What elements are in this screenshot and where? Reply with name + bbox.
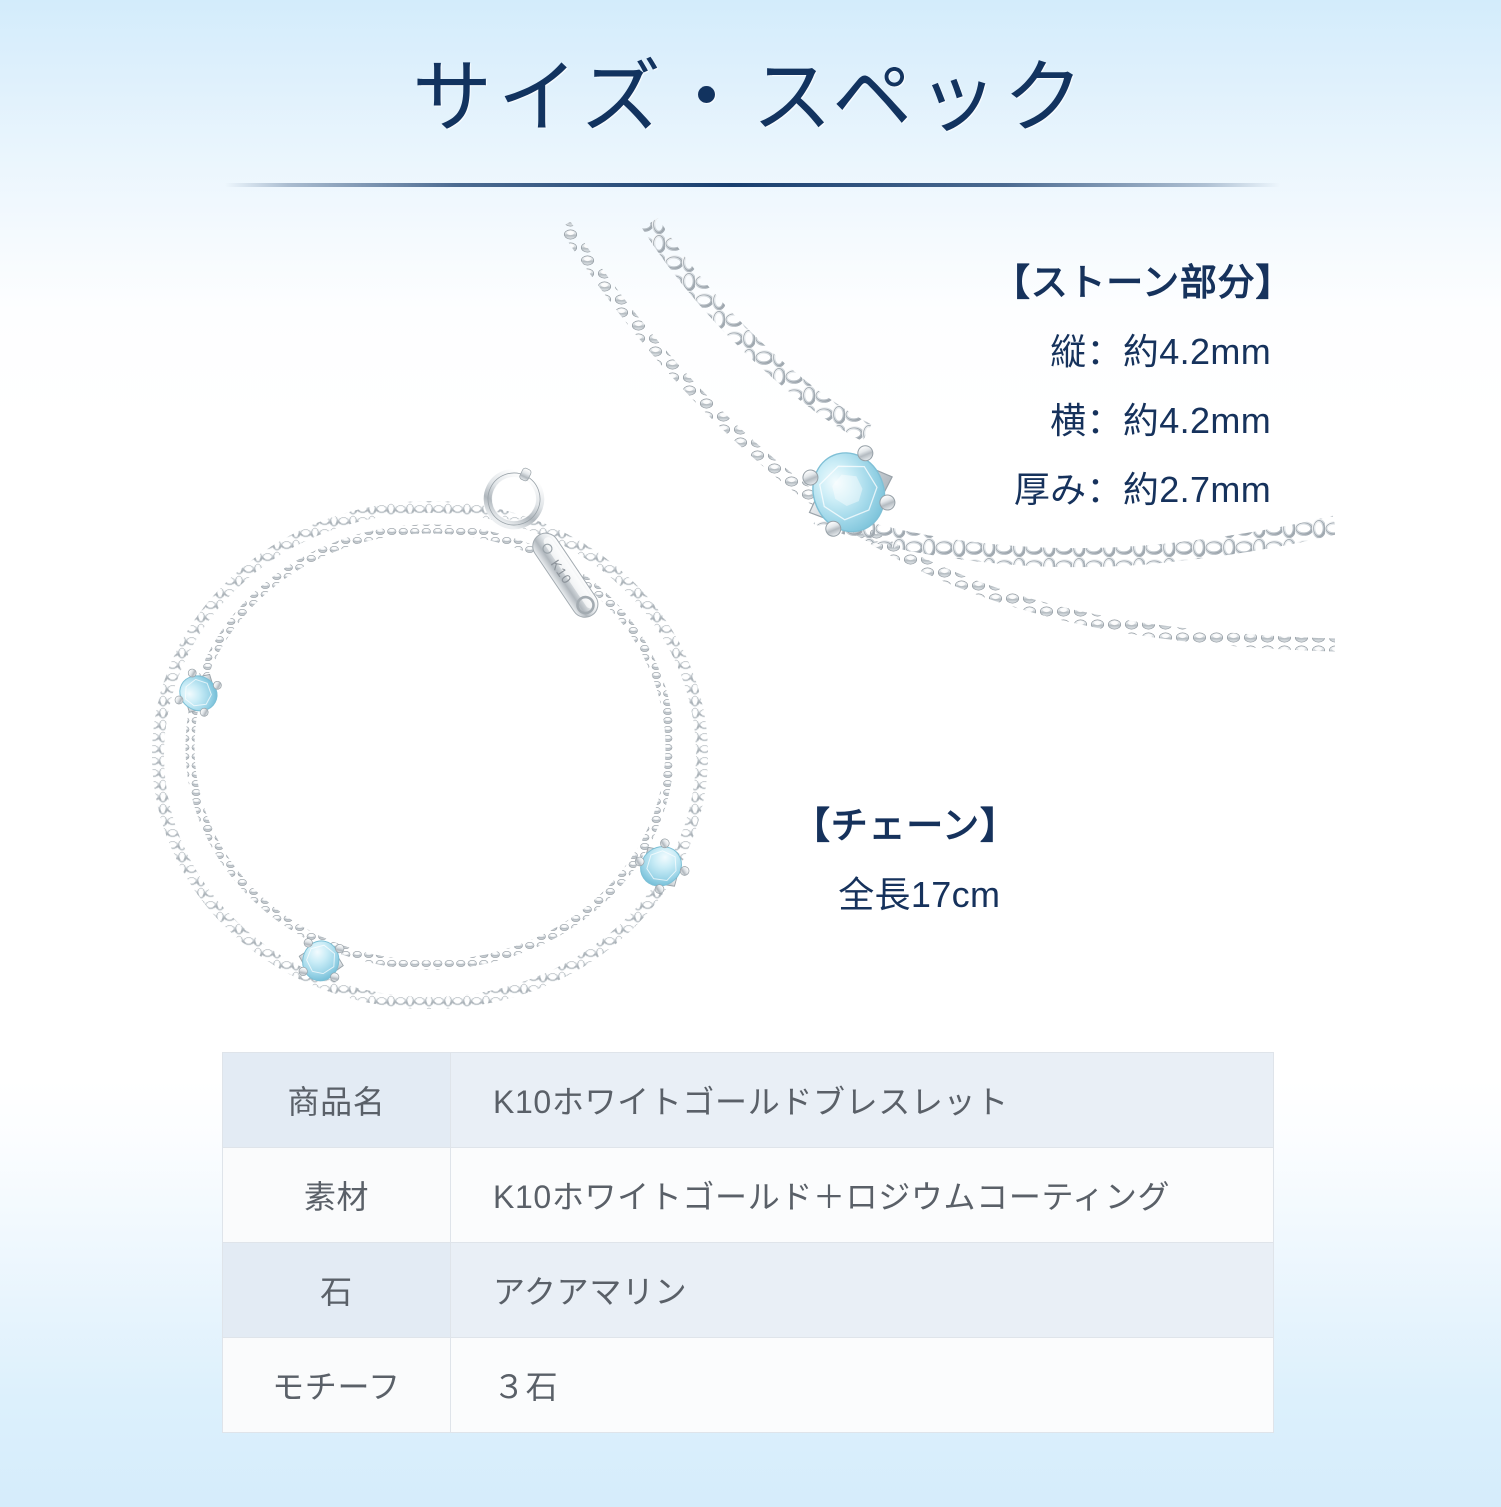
- chain-spec-length: 全長17cm: [838, 874, 1001, 915]
- spec-row-value: K10ホワイトゴールドブレスレット: [450, 1052, 1274, 1148]
- table-row: 石 アクアマリン: [222, 1242, 1274, 1338]
- table-row: モチーフ ３石: [222, 1337, 1274, 1433]
- stone-spec-heading: 【ストーン部分】: [993, 262, 1294, 303]
- spec-table: 商品名 K10ホワイトゴールドブレスレット 素材 K10ホワイトゴールド＋ロジウ…: [222, 1052, 1274, 1433]
- chain-closeup-photo: [545, 215, 1338, 665]
- spec-row-label: 石: [222, 1242, 451, 1338]
- stone-spec-width: 横：約4.2mm: [1050, 400, 1272, 441]
- spec-row-value: アクアマリン: [450, 1242, 1274, 1338]
- spec-row-label: モチーフ: [222, 1337, 451, 1433]
- bracelet-photo: K10: [110, 455, 750, 1030]
- spec-row-label: 素材: [222, 1147, 451, 1243]
- clasp-group: K10: [483, 467, 599, 618]
- chain-closeup-illustration: [559, 217, 1338, 652]
- chain-spec-callout: 【チェーン】 全長17cm: [793, 795, 1018, 918]
- chain-spec-heading: 【チェーン】: [793, 805, 1018, 846]
- spec-row-value: K10ホワイトゴールド＋ロジウムコーティング: [450, 1147, 1274, 1243]
- bracelet-illustration: K10: [152, 467, 708, 1009]
- title-divider: [225, 183, 1280, 187]
- page-title: サイズ・スペック: [412, 51, 1089, 144]
- spec-row-label: 商品名: [222, 1052, 451, 1148]
- spec-row-value: ３石: [450, 1337, 1274, 1433]
- table-row: 素材 K10ホワイトゴールド＋ロジウムコーティング: [222, 1147, 1274, 1243]
- stone-spec-thickness: 厚み：約2.7mm: [1013, 469, 1272, 510]
- page-header: サイズ・スペック: [0, 52, 1501, 144]
- stone-spec-height: 縦：約4.2mm: [1050, 331, 1272, 372]
- stone-spec-callout: 【ストーン部分】 縦：約4.2mm 横：約4.2mm 厚み：約2.7mm: [993, 252, 1293, 513]
- table-row: 商品名 K10ホワイトゴールドブレスレット: [222, 1052, 1274, 1148]
